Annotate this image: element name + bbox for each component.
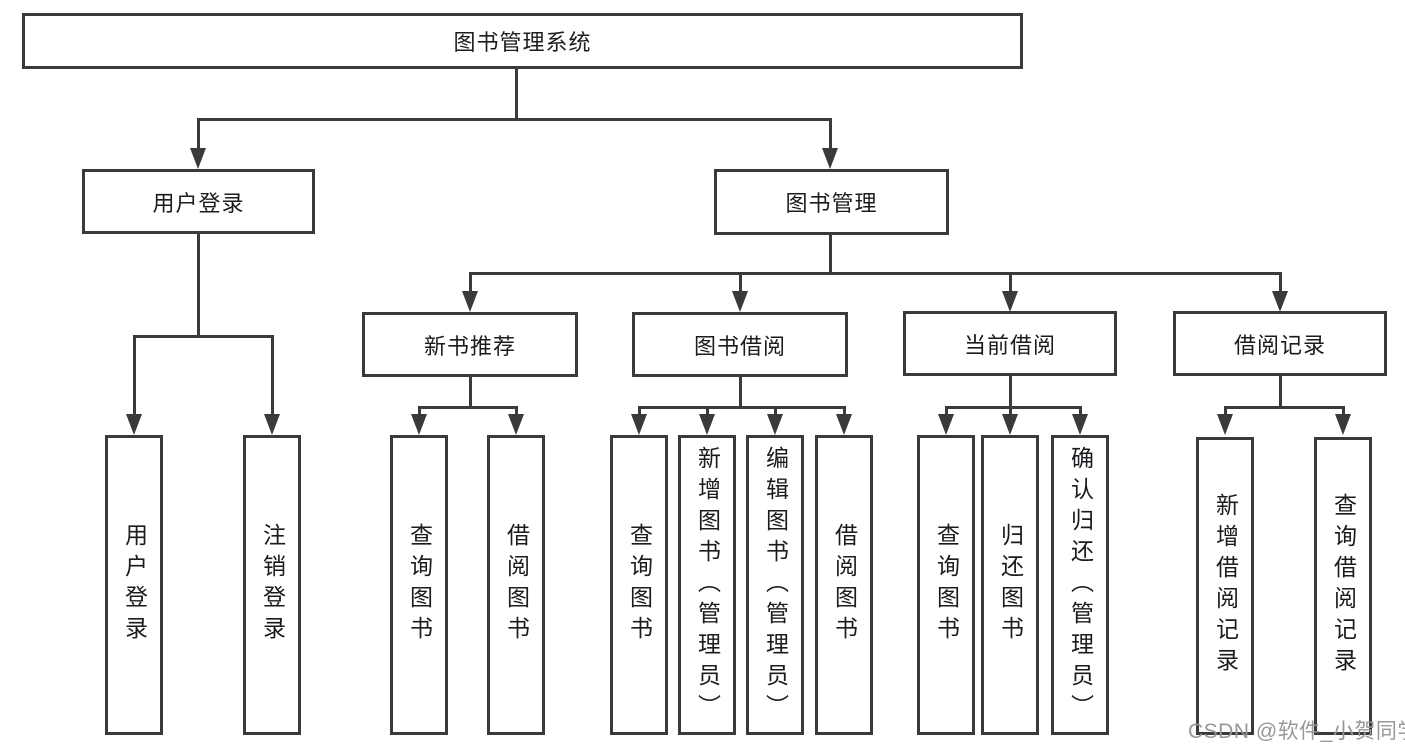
- leaf-label: 编辑图书（管理员）: [762, 445, 789, 725]
- connector-line: [197, 118, 200, 152]
- leaf-label: 注销登录: [259, 523, 286, 647]
- leaf-label: 用户登录: [121, 523, 148, 647]
- node-user-login: 用户登录: [82, 169, 315, 234]
- connector-line: [418, 406, 518, 409]
- connector-line: [706, 406, 709, 418]
- arrowhead-icon: [938, 414, 954, 435]
- node-label: 图书管理系统: [453, 30, 592, 55]
- arrowhead-icon: [1335, 414, 1351, 435]
- arrowhead-icon: [732, 291, 748, 312]
- node-book-management: 图书管理: [714, 169, 949, 235]
- arrowhead-icon: [1217, 414, 1233, 435]
- connector-line: [945, 406, 1082, 409]
- arrowhead-icon: [767, 414, 783, 435]
- connector-line: [774, 406, 777, 418]
- leaf-label: 归还图书: [997, 523, 1024, 647]
- leaf-borrow-books-recommend: 借阅图书: [487, 435, 545, 735]
- arrowhead-icon: [822, 148, 838, 169]
- connector-line: [638, 406, 846, 409]
- connector-line: [739, 377, 742, 408]
- leaf-confirm-return-admin: 确认归还（管理员）: [1051, 435, 1109, 735]
- node-current-borrowing: 当前借阅: [903, 311, 1117, 376]
- leaf-borrow-books: 借阅图书: [815, 435, 873, 735]
- leaf-label: 查询图书: [406, 523, 433, 647]
- leaf-add-borrow-record: 新增借阅记录: [1196, 437, 1254, 735]
- connector-line: [197, 233, 200, 335]
- arrowhead-icon: [508, 414, 524, 435]
- connector-line: [1009, 272, 1012, 294]
- leaf-label: 新增图书（管理员）: [694, 445, 721, 725]
- node-new-book-recommendation: 新书推荐: [362, 312, 578, 377]
- arrowhead-icon: [462, 291, 478, 312]
- leaf-query-books-borrow: 查询图书: [610, 435, 668, 735]
- leaf-query-books-recommend: 查询图书: [390, 435, 448, 735]
- node-root-library-system: 图书管理系统: [22, 13, 1023, 69]
- connector-line: [1009, 376, 1012, 408]
- arrowhead-icon: [264, 414, 280, 435]
- connector-line: [1279, 272, 1282, 294]
- leaf-query-books-current: 查询图书: [917, 435, 975, 735]
- leaf-edit-books-admin: 编辑图书（管理员）: [746, 435, 804, 735]
- connector-line: [1079, 406, 1082, 418]
- connector-line: [829, 118, 832, 152]
- leaf-label: 查询借阅记录: [1330, 493, 1357, 679]
- node-label: 新书推荐: [423, 333, 516, 359]
- connector-line: [469, 272, 1282, 275]
- connector-line: [469, 272, 472, 294]
- arrowhead-icon: [126, 414, 142, 435]
- leaf-label: 新增借阅记录: [1212, 493, 1239, 679]
- connector-line: [197, 118, 832, 121]
- connector-line: [133, 335, 274, 338]
- arrowhead-icon: [411, 414, 427, 435]
- leaf-label: 查询图书: [933, 523, 960, 647]
- leaf-query-borrow-record: 查询借阅记录: [1314, 437, 1372, 735]
- arrowhead-icon: [1072, 414, 1088, 435]
- arrowhead-icon: [699, 414, 715, 435]
- leaf-label: 确认归还（管理员）: [1067, 445, 1094, 725]
- connector-line: [515, 406, 518, 418]
- connector-line: [133, 335, 136, 417]
- node-label: 借阅记录: [1233, 332, 1326, 358]
- node-label: 当前借阅: [963, 332, 1056, 358]
- connector-line: [638, 406, 641, 418]
- connector-line: [829, 235, 832, 275]
- node-label: 图书管理: [785, 191, 878, 216]
- connector-line: [1224, 406, 1345, 409]
- node-book-borrowing: 图书借阅: [632, 312, 848, 377]
- connector-line: [1342, 406, 1345, 418]
- leaf-add-books-admin: 新增图书（管理员）: [678, 435, 736, 735]
- connector-line: [469, 377, 472, 408]
- connector-line: [1009, 406, 1012, 418]
- connector-line: [843, 406, 846, 418]
- csdn-watermark: CSDN @软件_小贺同学: [1188, 720, 1405, 743]
- node-label: 用户登录: [152, 190, 245, 216]
- leaf-label: 借阅图书: [831, 523, 858, 647]
- connector-line: [945, 406, 948, 418]
- arrowhead-icon: [1272, 291, 1288, 312]
- arrowhead-icon: [190, 148, 206, 169]
- arrowhead-icon: [1002, 414, 1018, 435]
- connector-line: [271, 335, 274, 417]
- connector-line: [1224, 406, 1227, 418]
- leaf-logout: 注销登录: [243, 435, 301, 735]
- connector-line: [739, 272, 742, 294]
- connector-line: [1279, 376, 1282, 408]
- node-label: 图书借阅: [693, 333, 786, 359]
- connector-line: [418, 406, 421, 418]
- leaf-return-books: 归还图书: [981, 435, 1039, 735]
- node-borrowing-records: 借阅记录: [1173, 311, 1387, 376]
- leaf-label: 借阅图书: [503, 523, 530, 647]
- arrowhead-icon: [631, 414, 647, 435]
- arrowhead-icon: [1002, 291, 1018, 312]
- arrowhead-icon: [836, 414, 852, 435]
- leaf-label: 查询图书: [626, 523, 653, 647]
- leaf-user-login: 用户登录: [105, 435, 163, 735]
- connector-line: [515, 69, 518, 118]
